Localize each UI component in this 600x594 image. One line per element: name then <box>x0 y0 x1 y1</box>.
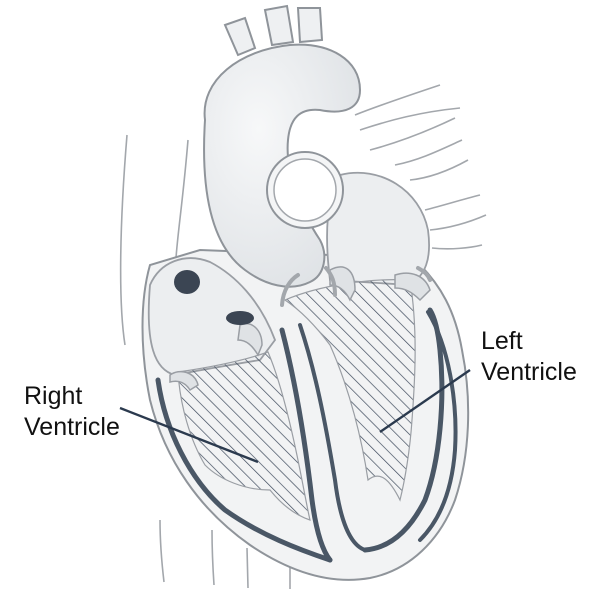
left-ventricle-leader <box>379 369 471 433</box>
tricuspid-opening <box>226 311 254 325</box>
papillary-muscles <box>169 266 431 392</box>
right-ventricle-cavity <box>177 351 311 521</box>
left-atrium <box>326 171 430 286</box>
vessel-outlines <box>119 134 291 589</box>
right-ventricle-label: Right Ventricle <box>24 381 120 443</box>
coronary-opening <box>174 270 200 294</box>
myocardium-bands <box>155 307 458 563</box>
pulmonary-vessels <box>354 84 487 250</box>
left-ventricle-label-line2: Ventricle <box>481 358 577 386</box>
left-ventricle-label: Left Ventricle <box>481 326 577 388</box>
left-ventricle-label-line1: Left <box>481 327 523 355</box>
coronary-arteries <box>280 266 432 307</box>
right-ventricle-label-line2: Ventricle <box>24 413 120 441</box>
pulmonary-trunk-inner <box>273 158 337 222</box>
right-ventricle-label-line1: Right <box>24 382 83 410</box>
right-ventricle-leader <box>119 406 259 464</box>
aortic-branches <box>223 4 324 57</box>
